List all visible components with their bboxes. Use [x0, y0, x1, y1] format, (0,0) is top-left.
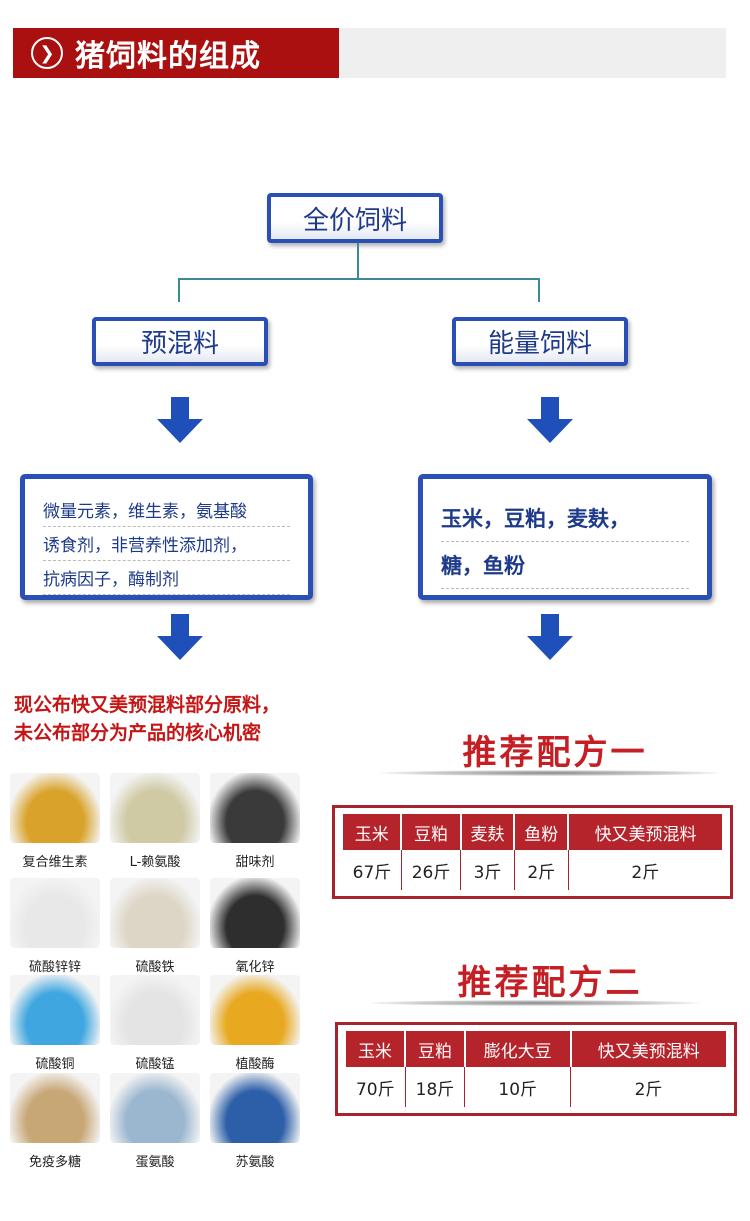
- ingredient-item: 氧化锌: [210, 878, 300, 975]
- ingredient-image: [210, 975, 300, 1045]
- amount-cell: 70斤: [346, 1067, 406, 1107]
- ingredient-label: 硫酸铜: [35, 1057, 75, 1072]
- column-header: 快又美预混料: [570, 1031, 726, 1067]
- arrow-down-icon: [157, 614, 203, 660]
- node-root: 全价饲料: [267, 193, 443, 243]
- amount-cell: 2斤: [631, 862, 660, 883]
- node-premix: 预混料: [92, 317, 268, 366]
- ingredient-item: 甜味剂: [210, 773, 300, 870]
- divider: [380, 770, 720, 776]
- ingredient-label: 硫酸锌锌: [28, 960, 81, 975]
- detail-line: 抗病因子，酶制剂: [43, 561, 290, 595]
- column-header: 玉米: [343, 814, 403, 850]
- ingredient-image: [10, 878, 100, 948]
- notice-line: 现公布快又美预混料部分原料，: [14, 694, 281, 716]
- detail-line: 玉米，豆粕，麦麸，: [441, 495, 689, 542]
- ingredient-label: 植酸酶: [235, 1057, 275, 1072]
- amount-cell: 2斤: [634, 1079, 663, 1100]
- column-header: 玉米: [346, 1031, 407, 1067]
- ingredient-item: 硫酸锰: [110, 975, 200, 1072]
- ingredient-item: 硫酸铜: [10, 975, 100, 1072]
- notice-line: 未公布部分为产品的核心机密: [14, 722, 262, 744]
- ingredient-item: 免疫多糖: [10, 1073, 100, 1170]
- section-header: ❯ 猪饲料的组成: [13, 28, 339, 78]
- amount-cell: 10斤: [464, 1067, 572, 1107]
- ingredient-item: L-赖氨酸: [110, 773, 200, 870]
- connector: [178, 278, 180, 302]
- ingredient-label: 硫酸铁: [135, 960, 175, 975]
- column-header: 豆粕: [405, 1031, 466, 1067]
- arrow-down-icon: [527, 614, 573, 660]
- ingredient-label: L-赖氨酸: [129, 855, 181, 870]
- ingredient-image: [110, 773, 200, 843]
- divider: [370, 1000, 700, 1006]
- ingredient-item: 硫酸铁: [110, 878, 200, 975]
- column-header: 快又美预混料: [568, 814, 722, 850]
- ingredient-label: 复合维生素: [22, 855, 88, 870]
- connector: [357, 243, 359, 279]
- ingredient-item: 蛋氨酸: [110, 1073, 200, 1170]
- ingredient-label: 苏氨酸: [235, 1155, 275, 1170]
- connector: [178, 278, 540, 280]
- section-title: 猪饲料的组成: [75, 39, 261, 74]
- formula2-title: 推荐配方二: [457, 963, 643, 1003]
- ingredient-image: [10, 1073, 100, 1143]
- notice-text: 现公布快又美预混料部分原料， 未公布部分为产品的核心机密: [14, 691, 280, 747]
- column-header: 麦麸: [460, 814, 516, 850]
- detail-line: 微量元素，维生素，氨基酸: [43, 493, 290, 527]
- ingredient-image: [10, 975, 100, 1045]
- ingredient-item: 苏氨酸: [210, 1073, 300, 1170]
- ingredient-image: [10, 773, 100, 843]
- ingredient-label: 蛋氨酸: [135, 1155, 175, 1170]
- amount-cell: 67斤: [343, 850, 402, 890]
- ingredient-image: [110, 878, 200, 948]
- detail-line: 糖，鱼粉: [441, 542, 689, 589]
- ingredient-image: [210, 1073, 300, 1143]
- header-bar-background: [339, 28, 726, 78]
- connector: [538, 278, 540, 302]
- ingredient-image: [110, 1073, 200, 1143]
- ingredient-label: 硫酸锰: [135, 1057, 175, 1072]
- arrow-down-icon: [527, 397, 573, 443]
- column-header: 鱼粉: [514, 814, 570, 850]
- ingredient-label: 氧化锌: [235, 960, 275, 975]
- column-header: 豆粕: [401, 814, 462, 850]
- ingredient-item: 植酸酶: [210, 975, 300, 1072]
- column-header: 膨化大豆: [464, 1031, 572, 1067]
- ingredient-image: [210, 878, 300, 948]
- ingredient-item: 复合维生素: [10, 773, 100, 870]
- ingredient-label: 免疫多糖: [28, 1155, 81, 1170]
- amount-cell: 3斤: [460, 850, 515, 890]
- amount-cell: 26斤: [401, 850, 462, 890]
- ingredient-label: 甜味剂: [235, 855, 275, 870]
- ingredient-image: [210, 773, 300, 843]
- ingredient-image: [110, 975, 200, 1045]
- amount-cell: 18斤: [405, 1067, 466, 1107]
- amount-cell: 2斤: [514, 850, 569, 890]
- chevron-right-icon: ❯: [31, 37, 63, 69]
- ingredient-item: 硫酸锌锌: [10, 878, 100, 975]
- formula1-title: 推荐配方一: [462, 733, 648, 773]
- detail-line: 诱食剂，非营养性添加剂，: [43, 527, 290, 561]
- premix-detail-box: 微量元素，维生素，氨基酸 诱食剂，非营养性添加剂， 抗病因子，酶制剂: [20, 474, 313, 600]
- arrow-down-icon: [157, 397, 203, 443]
- energy-detail-box: 玉米，豆粕，麦麸， 糖，鱼粉: [418, 474, 712, 600]
- node-energy-feed: 能量饲料: [452, 317, 628, 366]
